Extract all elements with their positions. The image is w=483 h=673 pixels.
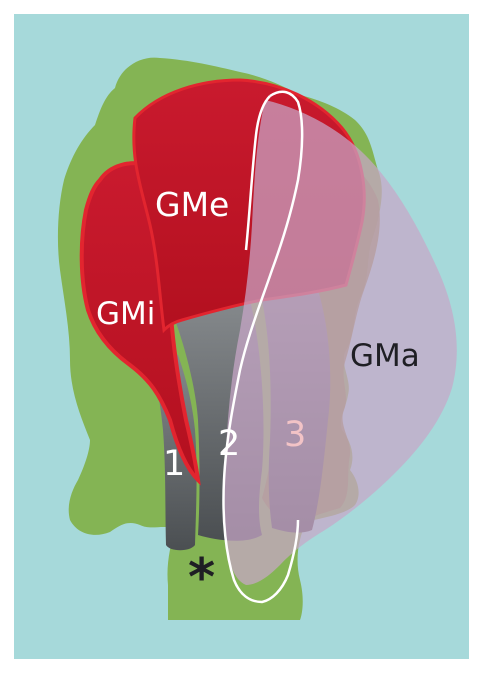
label-gma: GMa [350, 338, 420, 374]
label-gmi: GMi [96, 296, 155, 332]
label-2: 2 [218, 424, 240, 464]
label-asterisk: * [188, 548, 215, 608]
label-3: 3 [284, 415, 306, 455]
label-gme: GMe [155, 185, 229, 224]
label-1: 1 [163, 444, 185, 484]
